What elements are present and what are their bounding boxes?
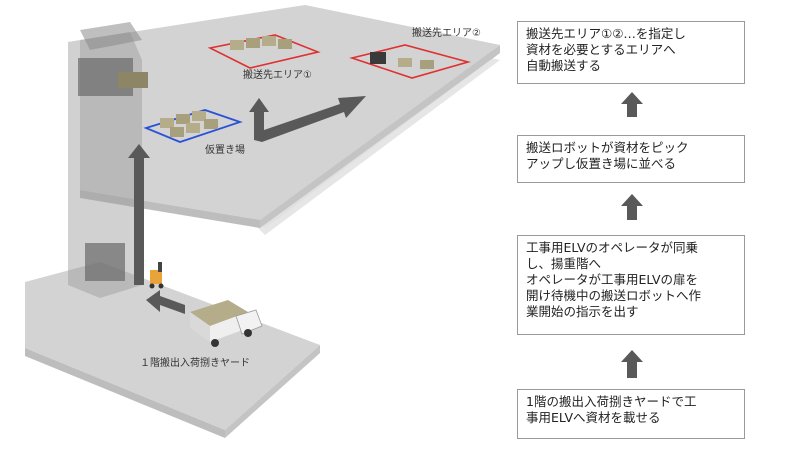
forklift	[149, 262, 164, 289]
truck	[190, 300, 263, 347]
label-temp-storage: 仮置き場	[205, 143, 245, 156]
dest-area-1	[207, 34, 321, 69]
flow-step-4-dispatch: 搬送先エリア①②…を指定し 資材を必要とするエリアへ 自動搬送する	[517, 21, 745, 84]
scene-arrows	[128, 96, 366, 314]
flow-step-2-elevator: 工事用ELVのオペレータが同乗 し、揚重階へ オペレータが工事用ELVの扉を 開…	[517, 235, 745, 335]
dest-area-2	[349, 44, 471, 79]
temp-storage-area	[143, 109, 243, 143]
label-yard: １階搬出入荷捌きヤード	[140, 356, 250, 369]
flow-step-3-pickup: 搬送ロボットが資材をピック アップし仮置き場に並べる	[517, 135, 745, 183]
flow-step-1-loading: 1階の搬出入荷捌きヤードで工 事用ELVへ資材を載せる	[517, 389, 745, 439]
construction-elevator	[68, 22, 148, 298]
up-arrow-icon	[621, 194, 643, 220]
up-arrow-icon	[621, 92, 643, 117]
label-dest-area-1: 搬送先エリア①	[243, 68, 312, 81]
site-diagram: 搬送先エリア① 搬送先エリア② 仮置き場	[25, 5, 500, 438]
ground-floor	[25, 262, 320, 438]
label-dest-area-2: 搬送先エリア②	[412, 26, 481, 39]
up-arrow-icon	[621, 350, 643, 378]
